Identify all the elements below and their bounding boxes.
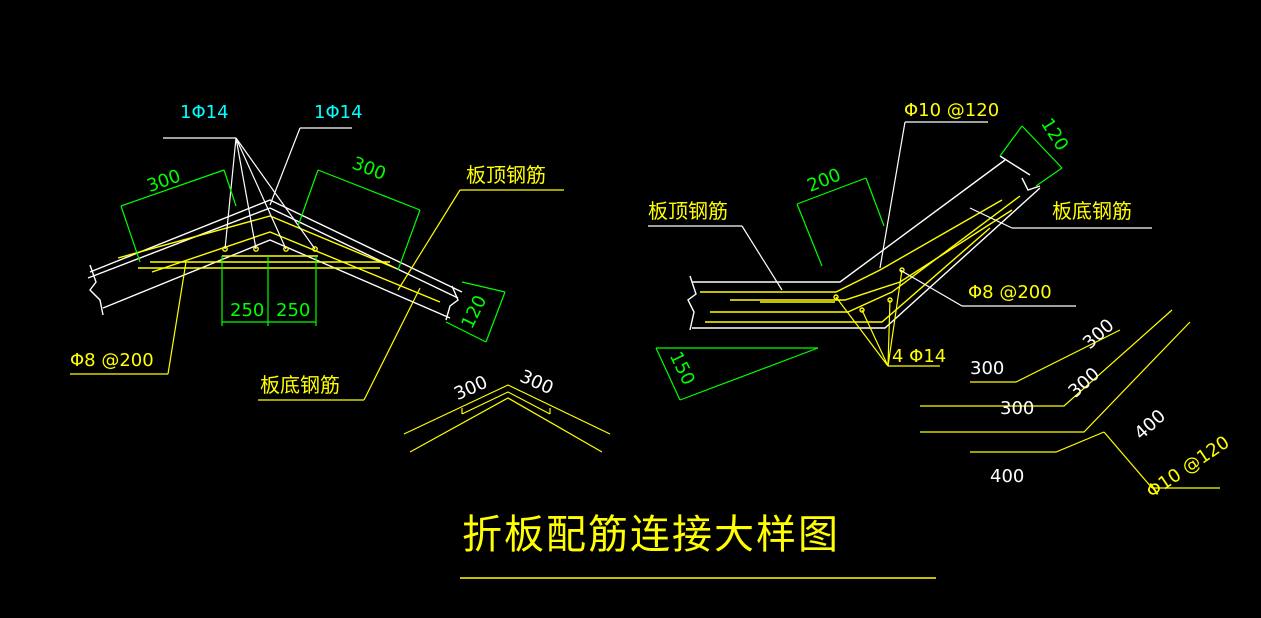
- right-small-dim-1: 300: [970, 358, 1004, 379]
- right-detail: Φ10 @120 200 120 板顶钢筋 板底钢筋 Φ8 @200 4 Φ14…: [648, 100, 1152, 401]
- left-dim-300-right: 300: [349, 153, 389, 185]
- left-dimensions: [120, 169, 506, 343]
- right-label-top-rebar: 板顶钢筋: [648, 199, 728, 223]
- right-small-dim-3: 300: [1000, 398, 1034, 419]
- right-label-bottom-rebar: 板底钢筋: [1052, 199, 1132, 223]
- left-small-dim-b: 300: [517, 366, 557, 399]
- left-bar-mark-1: 1Φ14: [180, 102, 229, 123]
- right-label-stirrup: Φ8 @200: [968, 282, 1052, 303]
- right-dimensions: [655, 125, 1063, 401]
- drawing-title: 折板配筋连接大样图: [460, 512, 936, 579]
- left-small-dim-a: 300: [451, 372, 491, 405]
- left-label-leaders: [70, 189, 564, 401]
- right-small-dim-6: 400: [1130, 406, 1170, 445]
- right-dim-120: 120: [1036, 115, 1072, 155]
- right-label-leaders: [648, 121, 1152, 307]
- left-label-stirrup: Φ8 @200: [70, 350, 154, 371]
- left-rebar: [117, 215, 441, 303]
- right-dim-200: 200: [804, 164, 844, 196]
- right-small-sketch: 300 300 300 300 400 400 Φ10 @120: [920, 309, 1234, 503]
- right-small-dim-4: 300: [1064, 364, 1104, 403]
- left-bar-leaders: [163, 127, 352, 250]
- right-rebar: [700, 195, 1021, 323]
- left-dim-300-left: 300: [144, 166, 183, 197]
- right-label-bar-top: Φ10 @120: [904, 100, 999, 121]
- left-small-sketch: 300 300: [403, 366, 611, 453]
- right-dim-150: 150: [665, 348, 699, 388]
- left-slab-outline: [87, 199, 463, 321]
- left-label-bottom-rebar: 板底钢筋: [260, 373, 340, 397]
- left-dim-250-b: 250: [276, 300, 310, 321]
- left-dim-120: 120: [457, 292, 491, 332]
- left-dim-250-a: 250: [230, 300, 264, 321]
- page-title: 折板配筋连接大样图: [462, 512, 840, 558]
- left-label-top-rebar: 板顶钢筋: [466, 163, 546, 187]
- right-small-dim-5: 400: [990, 466, 1024, 487]
- right-label-bars: 4 Φ14: [892, 346, 946, 367]
- right-slab-outline: [687, 155, 1041, 331]
- right-bar-leaders: [835, 269, 940, 367]
- right-small-label: Φ10 @120: [1143, 432, 1234, 503]
- left-detail: 1Φ14 1Φ14 300 300 250 250 120 板顶钢筋 Φ8 @2…: [70, 102, 564, 401]
- left-bar-mark-2: 1Φ14: [314, 102, 363, 123]
